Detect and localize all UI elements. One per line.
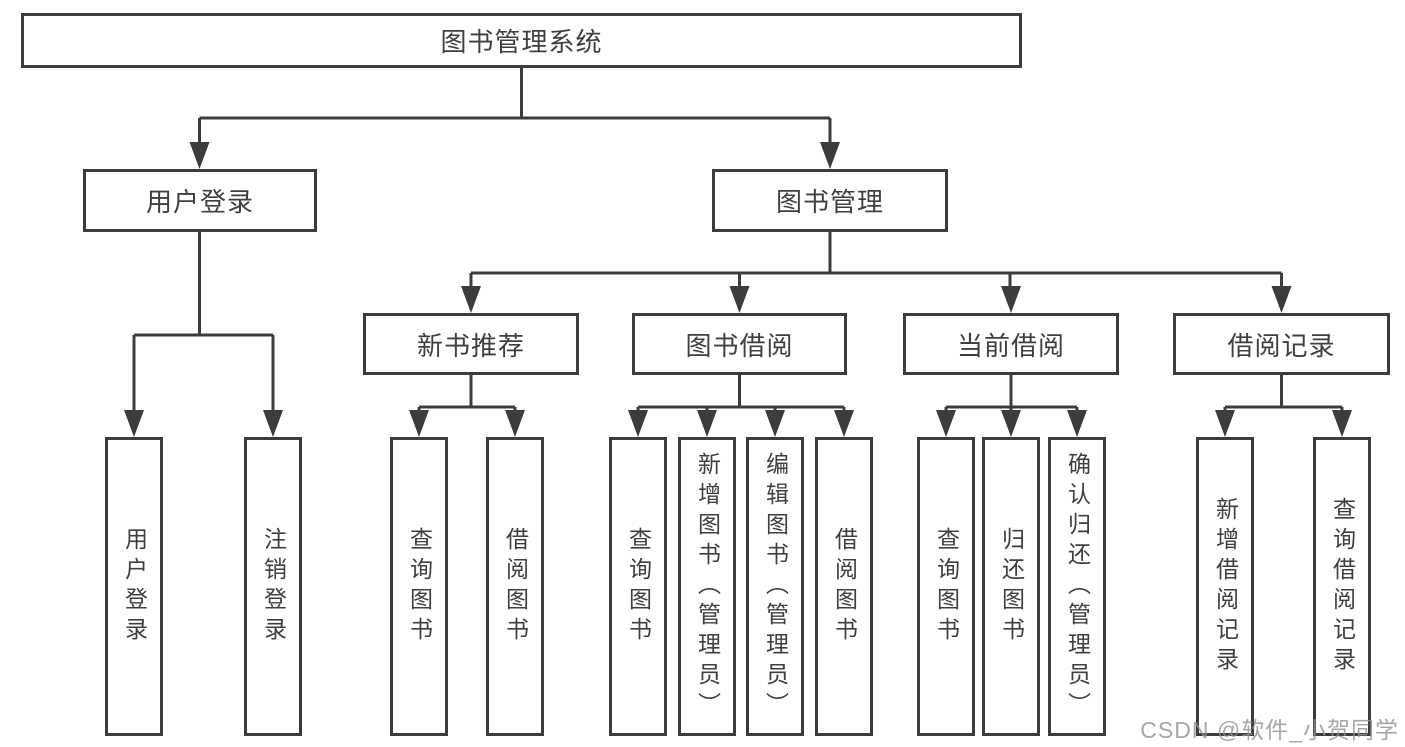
arrowhead-icon — [189, 142, 210, 169]
leaf-current-query-books-label: 查询图书 — [933, 526, 960, 647]
arrowhead-icon — [461, 286, 481, 313]
arrowhead-icon — [628, 410, 648, 437]
leaf-user-login-label: 用户登录 — [121, 526, 148, 647]
leaf-user-login: 用户登录 — [105, 437, 163, 736]
arrowhead-icon — [263, 410, 283, 437]
leaf-borrow-query-books: 查询图书 — [609, 437, 667, 736]
leaf-borrow-add-books-admin: 新增图书（管理员） — [678, 437, 736, 736]
leaf-records-add-borrow-record-label: 新增借阅记录 — [1212, 496, 1239, 677]
leaf-current-confirm-return-admin: 确认归还（管理员） — [1048, 437, 1106, 736]
arrowhead-icon — [505, 410, 525, 437]
leaf-logout-login-label: 注销登录 — [260, 526, 287, 647]
leaf-records-query-borrow-record: 查询借阅记录 — [1313, 437, 1371, 736]
arrowhead-icon — [834, 410, 854, 437]
node-current-borrow: 当前借阅 — [903, 313, 1119, 375]
arrowhead-icon — [409, 410, 429, 437]
node-book-management-label: 图书管理 — [775, 187, 884, 217]
leaf-newbooks-borrow-books-label: 借阅图书 — [502, 526, 529, 647]
leaf-borrow-edit-books-admin: 编辑图书（管理员） — [746, 437, 804, 736]
leaf-current-confirm-return-admin-label: 确认归还（管理员） — [1064, 451, 1091, 722]
watermark: CSDN @软件_小贺同学 — [1140, 717, 1399, 743]
leaf-records-query-borrow-record-label: 查询借阅记录 — [1329, 496, 1356, 677]
node-book-management: 图书管理 — [712, 169, 948, 232]
node-borrow-records-label: 借阅记录 — [1227, 330, 1336, 361]
node-root: 图书管理系统 — [21, 13, 1022, 68]
node-book-borrow: 图书借阅 — [632, 313, 847, 375]
arrowheads — [124, 142, 1352, 437]
leaf-records-add-borrow-record: 新增借阅记录 — [1196, 437, 1254, 736]
arrowhead-icon — [1001, 410, 1021, 437]
leaf-current-return-books-label: 归还图书 — [998, 526, 1025, 647]
arrowhead-icon — [729, 286, 750, 313]
arrowhead-icon — [820, 142, 840, 169]
arrowhead-icon — [1332, 410, 1352, 437]
leaf-newbooks-borrow-books: 借阅图书 — [486, 437, 544, 736]
node-user-login-label: 用户登录 — [145, 187, 254, 217]
leaf-borrow-borrow-books: 借阅图书 — [815, 437, 873, 736]
node-new-book-recommend: 新书推荐 — [363, 313, 579, 375]
leaf-logout-login: 注销登录 — [244, 437, 302, 736]
arrowhead-icon — [1001, 286, 1021, 313]
leaf-borrow-borrow-books-label: 借阅图书 — [831, 526, 858, 647]
arrowhead-icon — [936, 410, 956, 437]
arrowhead-icon — [765, 410, 785, 437]
leaf-current-query-books: 查询图书 — [917, 437, 975, 736]
node-current-borrow-label: 当前借阅 — [956, 330, 1065, 361]
leaf-newbooks-query-books: 查询图书 — [390, 437, 448, 736]
leaf-borrow-query-books-label: 查询图书 — [625, 526, 652, 647]
arrowhead-icon — [124, 410, 144, 437]
leaf-current-return-books: 归还图书 — [982, 437, 1040, 736]
node-borrow-records: 借阅记录 — [1173, 313, 1390, 375]
node-new-book-recommend-label: 新书推荐 — [416, 330, 525, 361]
node-book-borrow-label: 图书借阅 — [685, 330, 794, 361]
leaf-borrow-add-books-admin-label: 新增图书（管理员） — [694, 451, 721, 722]
arrowhead-icon — [1271, 286, 1292, 313]
arrowhead-icon — [1067, 410, 1087, 437]
leaf-borrow-edit-books-admin-label: 编辑图书（管理员） — [762, 451, 789, 722]
arrowhead-icon — [697, 410, 717, 437]
node-root-label: 图书管理系统 — [440, 27, 603, 57]
arrowhead-icon — [1215, 410, 1235, 437]
node-user-login: 用户登录 — [83, 169, 317, 232]
leaf-newbooks-query-books-label: 查询图书 — [406, 526, 433, 647]
